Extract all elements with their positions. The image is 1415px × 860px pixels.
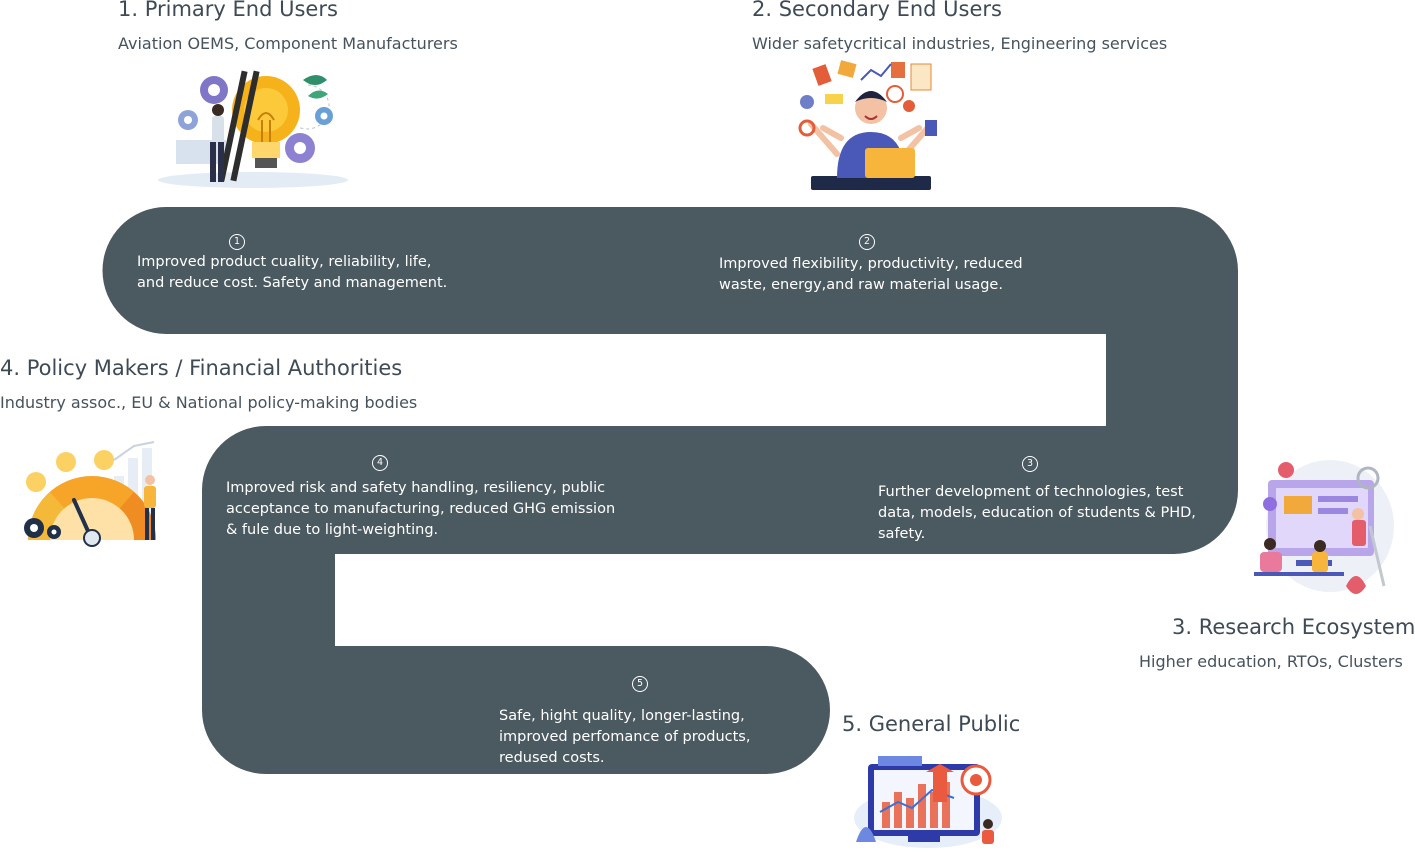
stage-3-title: 3. Research Ecosystem <box>1172 615 1415 639</box>
stage-4-number: 4 <box>372 455 388 471</box>
research-team-illustration-icon <box>1254 460 1394 594</box>
multitasking-person-illustration-icon <box>798 60 937 190</box>
stage-5-number: 5 <box>632 676 648 692</box>
stage-4-benefit: Improved risk and safety handling, resil… <box>226 480 616 538</box>
stage-2-subtitle: Wider safetycritical industries, Enginee… <box>752 34 1168 53</box>
stage-3-number: 3 <box>1022 456 1038 472</box>
stage-1-subtitle: Aviation OEMS, Component Manufacturers <box>118 34 458 53</box>
stage-4-subtitle: Industry assoc., EU & National policy-ma… <box>0 393 418 412</box>
stage-3-benefit: Further development of technologies, tes… <box>878 484 1196 542</box>
stage-1-number: 1 <box>229 234 245 250</box>
stage-3-subtitle: Higher education, RTOs, Clusters <box>1139 652 1403 671</box>
stage-2-benefit: Improved flexibility, productivity, redu… <box>719 256 1023 293</box>
growth-chart-monitor-illustration-icon <box>854 756 1002 848</box>
gauge-meter-illustration-icon <box>24 441 156 547</box>
stage-5-title: 5. General Public <box>842 712 1021 736</box>
stage-1-benefit: Improved product cuality, reliability, l… <box>137 254 448 291</box>
stage-1-title: 1. Primary End Users <box>118 0 338 21</box>
stage-5-benefit: Safe, hight quality, longer-lasting, imp… <box>499 708 751 766</box>
stage-4-title: 4. Policy Makers / Financial Authorities <box>0 356 403 380</box>
stage-2-number: 2 <box>859 234 875 250</box>
stage-2-title: 2. Secondary End Users <box>752 0 1002 21</box>
lightbulb-gears-illustration-icon <box>158 70 348 188</box>
